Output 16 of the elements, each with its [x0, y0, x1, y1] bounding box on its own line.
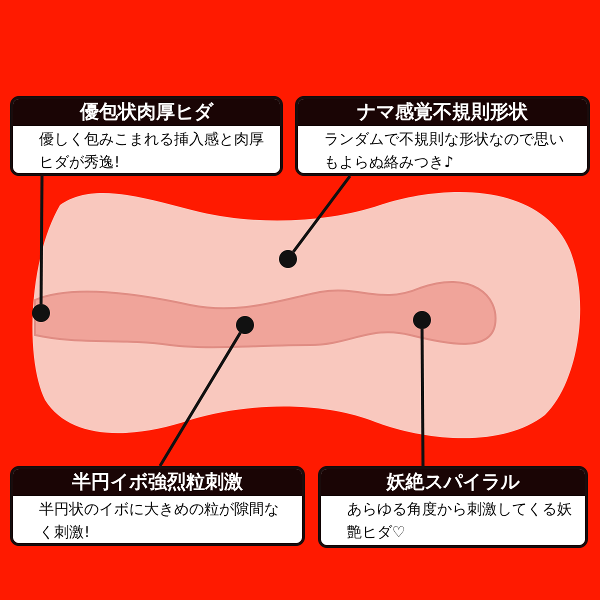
callout-box — [295, 96, 590, 176]
heading-bar: 優包状肉厚ヒダ — [13, 99, 280, 126]
callout-text: あらゆる角度から刺激してくる妖艶ヒダ♡ — [346, 499, 573, 543]
callout-box — [10, 466, 305, 546]
heading-bar: 妖絶スパイラル — [321, 469, 585, 496]
leader-line — [40, 176, 44, 304]
callout-box — [10, 96, 283, 176]
leader-line — [158, 332, 242, 467]
callout-box — [318, 466, 588, 548]
heading-bar: 半円イボ強烈粒刺激 — [13, 469, 302, 496]
leader-line — [420, 328, 424, 466]
callout-text: 半円状のイボに大きめの粒が隙間なく刺激! — [38, 499, 280, 543]
leader-line — [292, 175, 352, 253]
callout-text: ランダムで不規則な形状なので思いもよらぬ絡みつき♪ — [323, 129, 565, 173]
heading-bar: ナマ感覚不規則形状 — [298, 99, 587, 126]
callout-text: 優しく包みこまれる挿入感と肉厚ヒダが秀逸! — [38, 129, 265, 173]
